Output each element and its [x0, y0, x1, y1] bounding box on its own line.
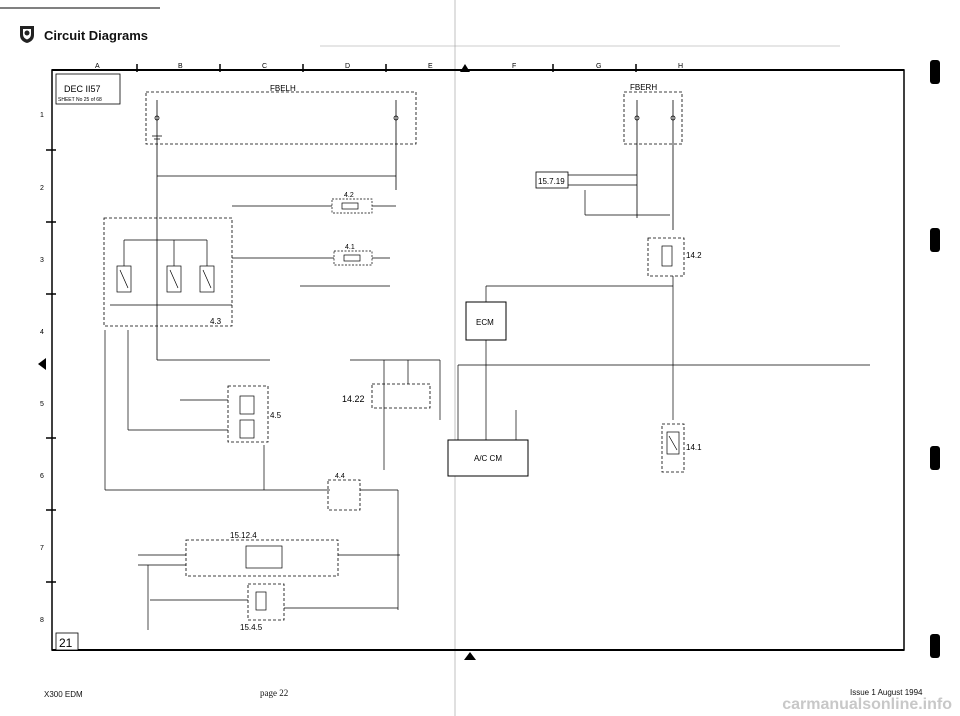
center-marker-top: [460, 64, 470, 72]
grid-row-1: 1: [40, 112, 44, 119]
grid-col-h: H: [678, 63, 683, 70]
grid-col-f: F: [512, 63, 516, 70]
grid-row-7: 7: [40, 545, 44, 552]
ref-4-2: 4.2: [344, 192, 354, 199]
grid-col-a: A: [95, 63, 100, 70]
left-marker: [38, 358, 46, 370]
footer-left: X300 EDM: [44, 690, 83, 699]
watermark: carmanualsonline.info: [782, 696, 952, 713]
ref-15-12-4: 15.12.4: [230, 531, 257, 540]
grid-col-b: B: [178, 63, 183, 70]
ac-cm-label: A/C CM: [474, 454, 502, 463]
ref-14-22: 14.22: [342, 394, 365, 404]
grid-row-2: 2: [40, 185, 44, 192]
grid-col-g: G: [596, 63, 601, 70]
grid-col-e: E: [428, 63, 433, 70]
fuse-box-rh-label: FBERH: [630, 83, 657, 92]
ref-4-4: 4.4: [335, 473, 345, 480]
grid-row-3: 3: [40, 257, 44, 264]
ref-4-5: 4.5: [270, 411, 282, 420]
grid-col-d: D: [345, 63, 350, 70]
grid-row-4: 4: [40, 329, 44, 336]
ecm-label: ECM: [476, 318, 494, 327]
ref-14-1: 14.1: [686, 443, 702, 452]
ref-15-7-19: 15.7.19: [538, 177, 565, 186]
ref-14-2: 14.2: [686, 251, 702, 260]
grid-row-8: 8: [40, 617, 44, 624]
sheet-number: SHEET No 25 of 68: [58, 97, 102, 103]
ref-4-1: 4.1: [345, 244, 355, 251]
center-marker-bottom: [464, 652, 476, 660]
grid-col-c: C: [262, 63, 267, 70]
drawing-code: DEC II57: [64, 84, 101, 94]
grid-row-6: 6: [40, 473, 44, 480]
margin-tab-marks: [930, 60, 940, 658]
grid-row-5: 5: [40, 401, 44, 408]
fuse-box-lh-label: FBELH: [270, 84, 296, 93]
logo-icon: [20, 26, 34, 43]
ref-15-4-5: 15.4.5: [240, 623, 263, 632]
page-ref: 21: [59, 636, 73, 650]
page-title: Circuit Diagrams: [44, 28, 149, 43]
footer-right: Issue 1 August 1994: [850, 688, 923, 697]
footer-center: page 22: [260, 688, 289, 698]
ref-4-3: 4.3: [210, 317, 222, 326]
